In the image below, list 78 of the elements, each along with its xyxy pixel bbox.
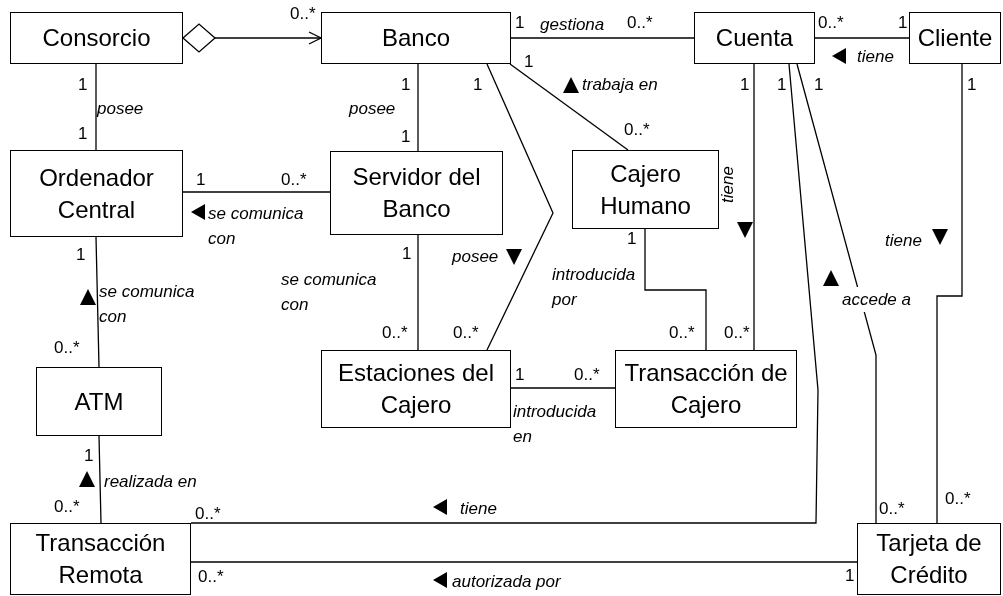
class-name: Estaciones del Cajero [336,358,496,420]
multiplicity: 0..* [195,504,221,524]
class-box [321,350,511,428]
association-line [510,37,695,39]
association-line [936,63,963,524]
association-line [510,387,616,389]
association-line [95,63,97,151]
class-box [10,12,183,64]
multiplicity: 0..* [818,13,844,33]
multiplicity: 1 [84,446,94,466]
multiplicity: 1 [627,229,637,249]
association-line [190,63,819,524]
class-name: Tarjeta de Crédito [875,528,983,590]
multiplicity: 0..* [724,323,750,343]
class-name: Servidor del Banco [351,162,482,224]
class-box [36,367,162,436]
association-line [486,63,554,351]
multiplicity: 0..* [879,499,905,519]
multiplicity: 0..* [627,13,653,33]
multiplicity: 1 [524,52,534,72]
association-line [417,63,419,152]
association-line [98,435,102,524]
multiplicity: 0..* [669,323,695,343]
multiplicity: 0..* [54,497,80,517]
class-name: Cliente [916,23,994,53]
class-box [694,12,815,64]
multiplicity: 1 [402,244,412,264]
multiplicity: 0..* [198,567,224,587]
multiplicity: 0..* [453,323,479,343]
edge-label: accede a [842,287,911,312]
class-name: Cajero Humano [599,158,692,221]
multiplicity: 0..* [290,4,316,24]
association-line [644,228,707,351]
class-name: Ordenador Central [38,162,155,225]
multiplicity: 0..* [574,365,600,385]
multiplicity: 1 [777,75,787,95]
multiplicity: 1 [515,13,525,33]
multiplicity: 1 [845,566,855,586]
association-line [509,63,629,151]
association-line [753,63,755,351]
association-line [417,234,419,351]
class-box [572,150,719,229]
class-box [10,150,183,237]
multiplicity: 1 [401,127,411,147]
class-name: Transacción Remota [34,528,167,590]
class-name: Banco [380,23,452,53]
class-box [330,151,503,235]
multiplicity: 1 [898,13,908,33]
multiplicity: 1 [78,124,88,144]
class-box [10,523,191,595]
class-box [857,523,1001,595]
multiplicity: 0..* [54,338,80,358]
multiplicity: 1 [967,75,977,95]
association-line [182,191,331,193]
multiplicity: 0..* [624,120,650,140]
multiplicity: 1 [78,75,88,95]
multiplicity: 1 [740,75,750,95]
multiplicity: 0..* [281,170,307,190]
multiplicity: 1 [473,75,483,95]
association-line [814,37,910,39]
class-box [615,350,797,428]
class-name: Transacción de Cajero [623,358,789,420]
class-name: ATM [73,386,125,417]
multiplicity: 1 [76,245,86,265]
multiplicity: 1 [401,75,411,95]
multiplicity: 0..* [945,489,971,509]
class-box [909,12,1001,64]
association-line [190,561,858,563]
multiplicity: 1 [196,170,206,190]
multiplicity: 1 [814,75,824,95]
class-box [321,12,511,64]
class-name: Consorcio [41,23,152,53]
association-line [95,236,100,368]
association-line [182,23,322,53]
multiplicity: 1 [515,365,525,385]
association-line [796,63,877,524]
class-name: Cuenta [714,23,795,53]
multiplicity: 0..* [382,323,408,343]
